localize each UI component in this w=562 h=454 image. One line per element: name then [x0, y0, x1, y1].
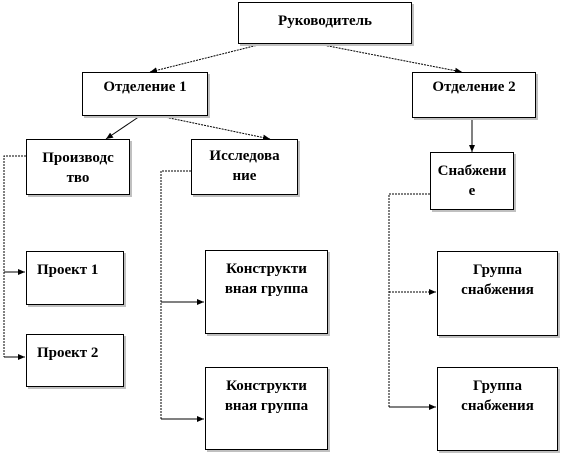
node-dept2-label: Отделение 2 [432, 79, 516, 95]
node-dept2: Отделение 2 [412, 72, 536, 118]
arrow-head-to-dept2 [317, 43, 463, 74]
node-project2-label: Проект 2 [37, 345, 99, 361]
node-head: Руководитель [238, 2, 412, 44]
arrow-dept1-to-research [159, 115, 271, 141]
node-supply-label: Снабжени е [437, 163, 507, 199]
node-project1: Проект 1 [26, 251, 124, 305]
node-dept1-label: Отделение 1 [103, 79, 187, 95]
line-production-trunk [3, 155, 26, 357]
node-design1-label: Конструкти вная группа [224, 261, 309, 297]
node-research: Исследова ние [191, 139, 298, 195]
node-design2-label: Конструкти вная группа [224, 378, 309, 414]
node-research-label: Исследова ние [209, 148, 280, 184]
node-supplygroup1: Группа снабжения [437, 251, 558, 336]
node-design2: Конструкти вная группа [205, 367, 328, 450]
node-project2: Проект 2 [26, 334, 124, 387]
arrow-head-to-dept1 [149, 43, 263, 74]
node-production-label: Производс тво [42, 150, 114, 186]
node-supplygroup1-label: Группа снабжения [461, 262, 534, 298]
node-design1: Конструкти вная группа [205, 250, 328, 334]
node-project1-label: Проект 1 [37, 262, 99, 278]
node-dept1: Отделение 1 [82, 72, 208, 116]
line-supply-trunk [388, 193, 430, 407]
node-production: Производс тво [26, 139, 130, 195]
node-supplygroup2: Группа снабжения [437, 367, 558, 451]
line-research-trunk [160, 170, 191, 419]
arrow-dept1-to-production [105, 115, 141, 140]
node-supplygroup2-label: Группа снабжения [461, 378, 534, 414]
node-head-label: Руководитель [278, 13, 372, 29]
node-supply: Снабжени е [430, 152, 514, 210]
